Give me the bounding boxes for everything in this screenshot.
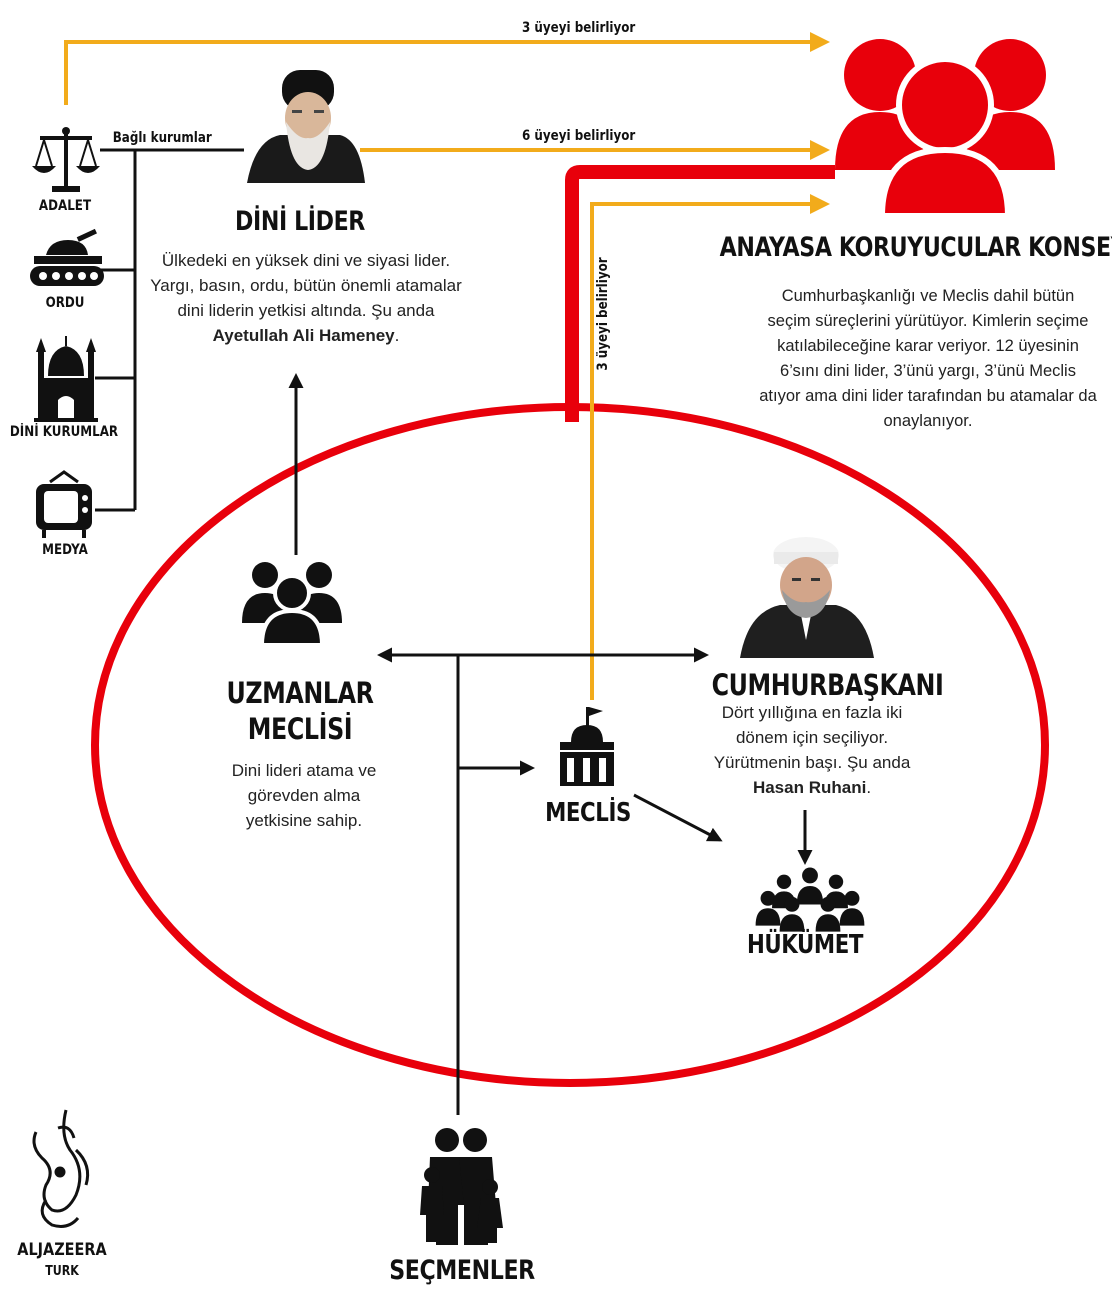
institution-label-justice: ADALET bbox=[38, 198, 92, 214]
president-description: Dört yıllığına en fazla iki dönem için s… bbox=[713, 703, 911, 797]
tank-icon bbox=[30, 228, 104, 286]
connected-institutions-label: Bağlı kurumlar bbox=[112, 130, 212, 146]
institution-label-army: ORDU bbox=[45, 295, 85, 311]
tv-icon bbox=[36, 470, 92, 538]
council-people-icon bbox=[835, 39, 1055, 219]
leader-description: Ülkedeki en yüksek dini ve siyasi lider.… bbox=[150, 251, 462, 345]
president-name: Hasan Ruhani bbox=[752, 778, 867, 797]
experts-people-icon bbox=[242, 562, 342, 647]
president-title: CUMHURBAŞKANI bbox=[711, 668, 944, 702]
government-title: HÜKÜMET bbox=[746, 930, 864, 960]
council-title: ANAYASA KORUYUCULAR KONSEYİ bbox=[719, 232, 1112, 263]
logo-subtitle: TURK bbox=[45, 1264, 79, 1279]
institution-label-media: MEDYA bbox=[42, 542, 88, 558]
scales-icon bbox=[32, 127, 100, 192]
arrow-judiciary-to-council bbox=[64, 32, 830, 105]
council-connector bbox=[565, 165, 835, 422]
experts-description: Dini lideri atama ve görevden alma yetki… bbox=[231, 761, 377, 830]
arrow-label-middle: 6 üyeyi belirliyor bbox=[521, 128, 636, 144]
voters-title: SEÇMENLER bbox=[389, 1255, 535, 1286]
experts-title-line2: MECLİSİ bbox=[247, 712, 353, 746]
arrow-parliament-to-council bbox=[590, 194, 830, 700]
institution-label-religious: DİNİ KURUMLAR bbox=[9, 424, 119, 440]
voters-family-icon bbox=[420, 1128, 503, 1245]
president-portrait bbox=[740, 537, 874, 658]
parliament-title: MECLİS bbox=[545, 798, 631, 828]
leader-title: DİNİ LİDER bbox=[235, 206, 365, 237]
mosque-icon bbox=[34, 336, 98, 422]
aljazeera-logo-mark bbox=[32, 1109, 90, 1228]
arrow-label-top: 3 üyeyi belirliyor bbox=[521, 20, 636, 36]
logo-wordmark: ALJAZEERA bbox=[17, 1240, 107, 1260]
government-crowd-icon bbox=[755, 867, 865, 932]
arrow-parliament-to-government bbox=[633, 793, 723, 842]
leader-name: Ayetullah Ali Hameney bbox=[212, 326, 395, 345]
experts-title-line1: UZMANLAR bbox=[226, 676, 374, 710]
parliament-icon bbox=[560, 707, 614, 786]
arrow-label-vertical: 3 üyeyi belirliyor bbox=[595, 257, 611, 371]
council-description: Cumhurbaşkanlığı ve Meclis dahil bütün s… bbox=[759, 287, 1097, 430]
leader-portrait bbox=[247, 70, 365, 183]
